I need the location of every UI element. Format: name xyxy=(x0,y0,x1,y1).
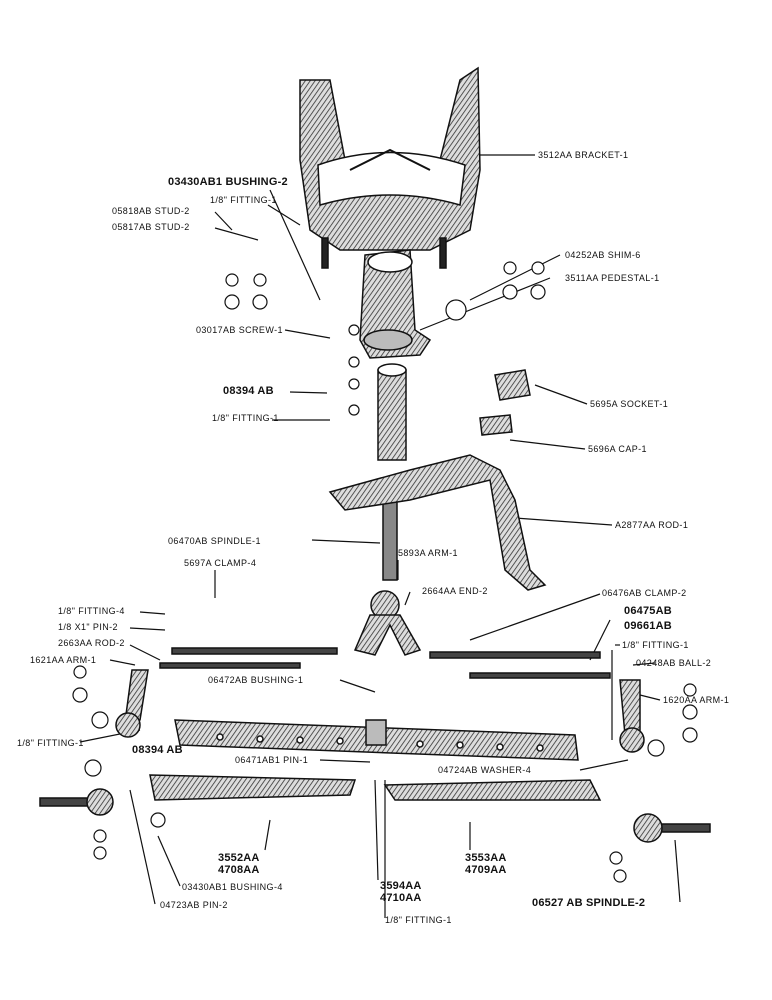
label-washer: 04724AB WASHER-4 xyxy=(438,765,532,775)
knuckle-arms xyxy=(115,669,645,753)
label-fitting-right: 1/8" FITTING-1 xyxy=(622,640,689,650)
label-part-4708: 4708AA xyxy=(218,864,260,876)
label-part-3594-4710: 3594AA 4710AA xyxy=(380,880,422,904)
label-socket: 5695A SOCKET-1 xyxy=(590,399,669,409)
label-part-3553-4709: 3553AA 4709AA xyxy=(465,852,507,876)
label-screw: 03017AB SCREW-1 xyxy=(196,325,283,335)
label-end: 2664AA END-2 xyxy=(422,586,488,596)
label-stud-a: 05818AB STUD-2 xyxy=(112,206,190,216)
label-part-06475: 06475AB xyxy=(624,605,672,617)
label-part-3594: 3594AA xyxy=(380,880,422,892)
label-pin-2: 1/8 X1" PIN-2 xyxy=(58,622,118,632)
steering-arm xyxy=(328,454,547,656)
label-part-09661: 09661AB xyxy=(624,620,672,632)
label-part-3553: 3553AA xyxy=(465,852,507,864)
label-clamp-5697: 5697A CLAMP-4 xyxy=(184,558,257,568)
label-bushing-06472: 06472AB BUSHING-1 xyxy=(208,675,304,685)
label-part-3552: 3552AA xyxy=(218,852,260,864)
label-spindle-bottom: 06527 AB SPINDLE-2 xyxy=(532,897,646,909)
label-pin-06471: 06471AB1 PIN-1 xyxy=(235,755,309,765)
label-fitting-bottom: 1/8" FITTING-1 xyxy=(385,915,452,925)
label-fitting-left: 1/8" FITTING-1 xyxy=(17,738,84,748)
axle-beam xyxy=(174,719,579,761)
socket-and-cap xyxy=(479,369,531,436)
hardware-nuts-washers xyxy=(72,261,698,883)
label-bushing-top: 03430AB1 BUSHING-2 xyxy=(168,176,288,188)
spindle-column xyxy=(377,363,407,581)
label-arm-5893: 5893A ARM-1 xyxy=(398,548,458,558)
label-pedestal: 3511AA PEDESTAL-1 xyxy=(565,273,660,283)
label-rod-a2877: A2877AA ROD-1 xyxy=(615,520,689,530)
label-rod-2663: 2663AA ROD-2 xyxy=(58,638,125,648)
label-fitting-top: 1/8" FITTING-1 xyxy=(210,195,277,205)
bracket-part xyxy=(299,66,481,269)
label-stud-b: 05817AB STUD-2 xyxy=(112,222,190,232)
label-cap: 5696A CAP-1 xyxy=(588,444,647,454)
label-fitting-4: 1/8" FITTING-4 xyxy=(58,606,125,616)
label-arm-1620: 1620AA ARM-1 xyxy=(663,695,730,705)
label-part-08394-b: 08394 AB xyxy=(132,744,183,756)
pedestal-part xyxy=(359,249,432,359)
label-part-08394-a: 08394 AB xyxy=(223,385,274,397)
tie-rods xyxy=(159,647,611,679)
label-bushing-bottom: 03430AB1 BUSHING-4 xyxy=(182,882,283,892)
label-arm-1621: 1621AA ARM-1 xyxy=(30,655,97,665)
wheel-spindles xyxy=(39,788,711,843)
label-part-3552-4708: 3552AA 4708AA xyxy=(218,852,260,876)
label-bracket: 3512AA BRACKET-1 xyxy=(538,150,629,160)
label-part-4710: 4710AA xyxy=(380,892,422,904)
label-fitting-mid: 1/8" FITTING-1 xyxy=(212,413,279,423)
label-part-4709: 4709AA xyxy=(465,864,507,876)
label-clamp-06476: 06476AB CLAMP-2 xyxy=(602,588,687,598)
label-pin-04723: 04723AB PIN-2 xyxy=(160,900,228,910)
label-ball: 04248AB BALL-2 xyxy=(636,658,712,668)
label-spindle-center: 06470AB SPINDLE-1 xyxy=(168,536,261,546)
label-shim: 04252AB SHIM-6 xyxy=(565,250,641,260)
radius-rods xyxy=(149,774,602,801)
